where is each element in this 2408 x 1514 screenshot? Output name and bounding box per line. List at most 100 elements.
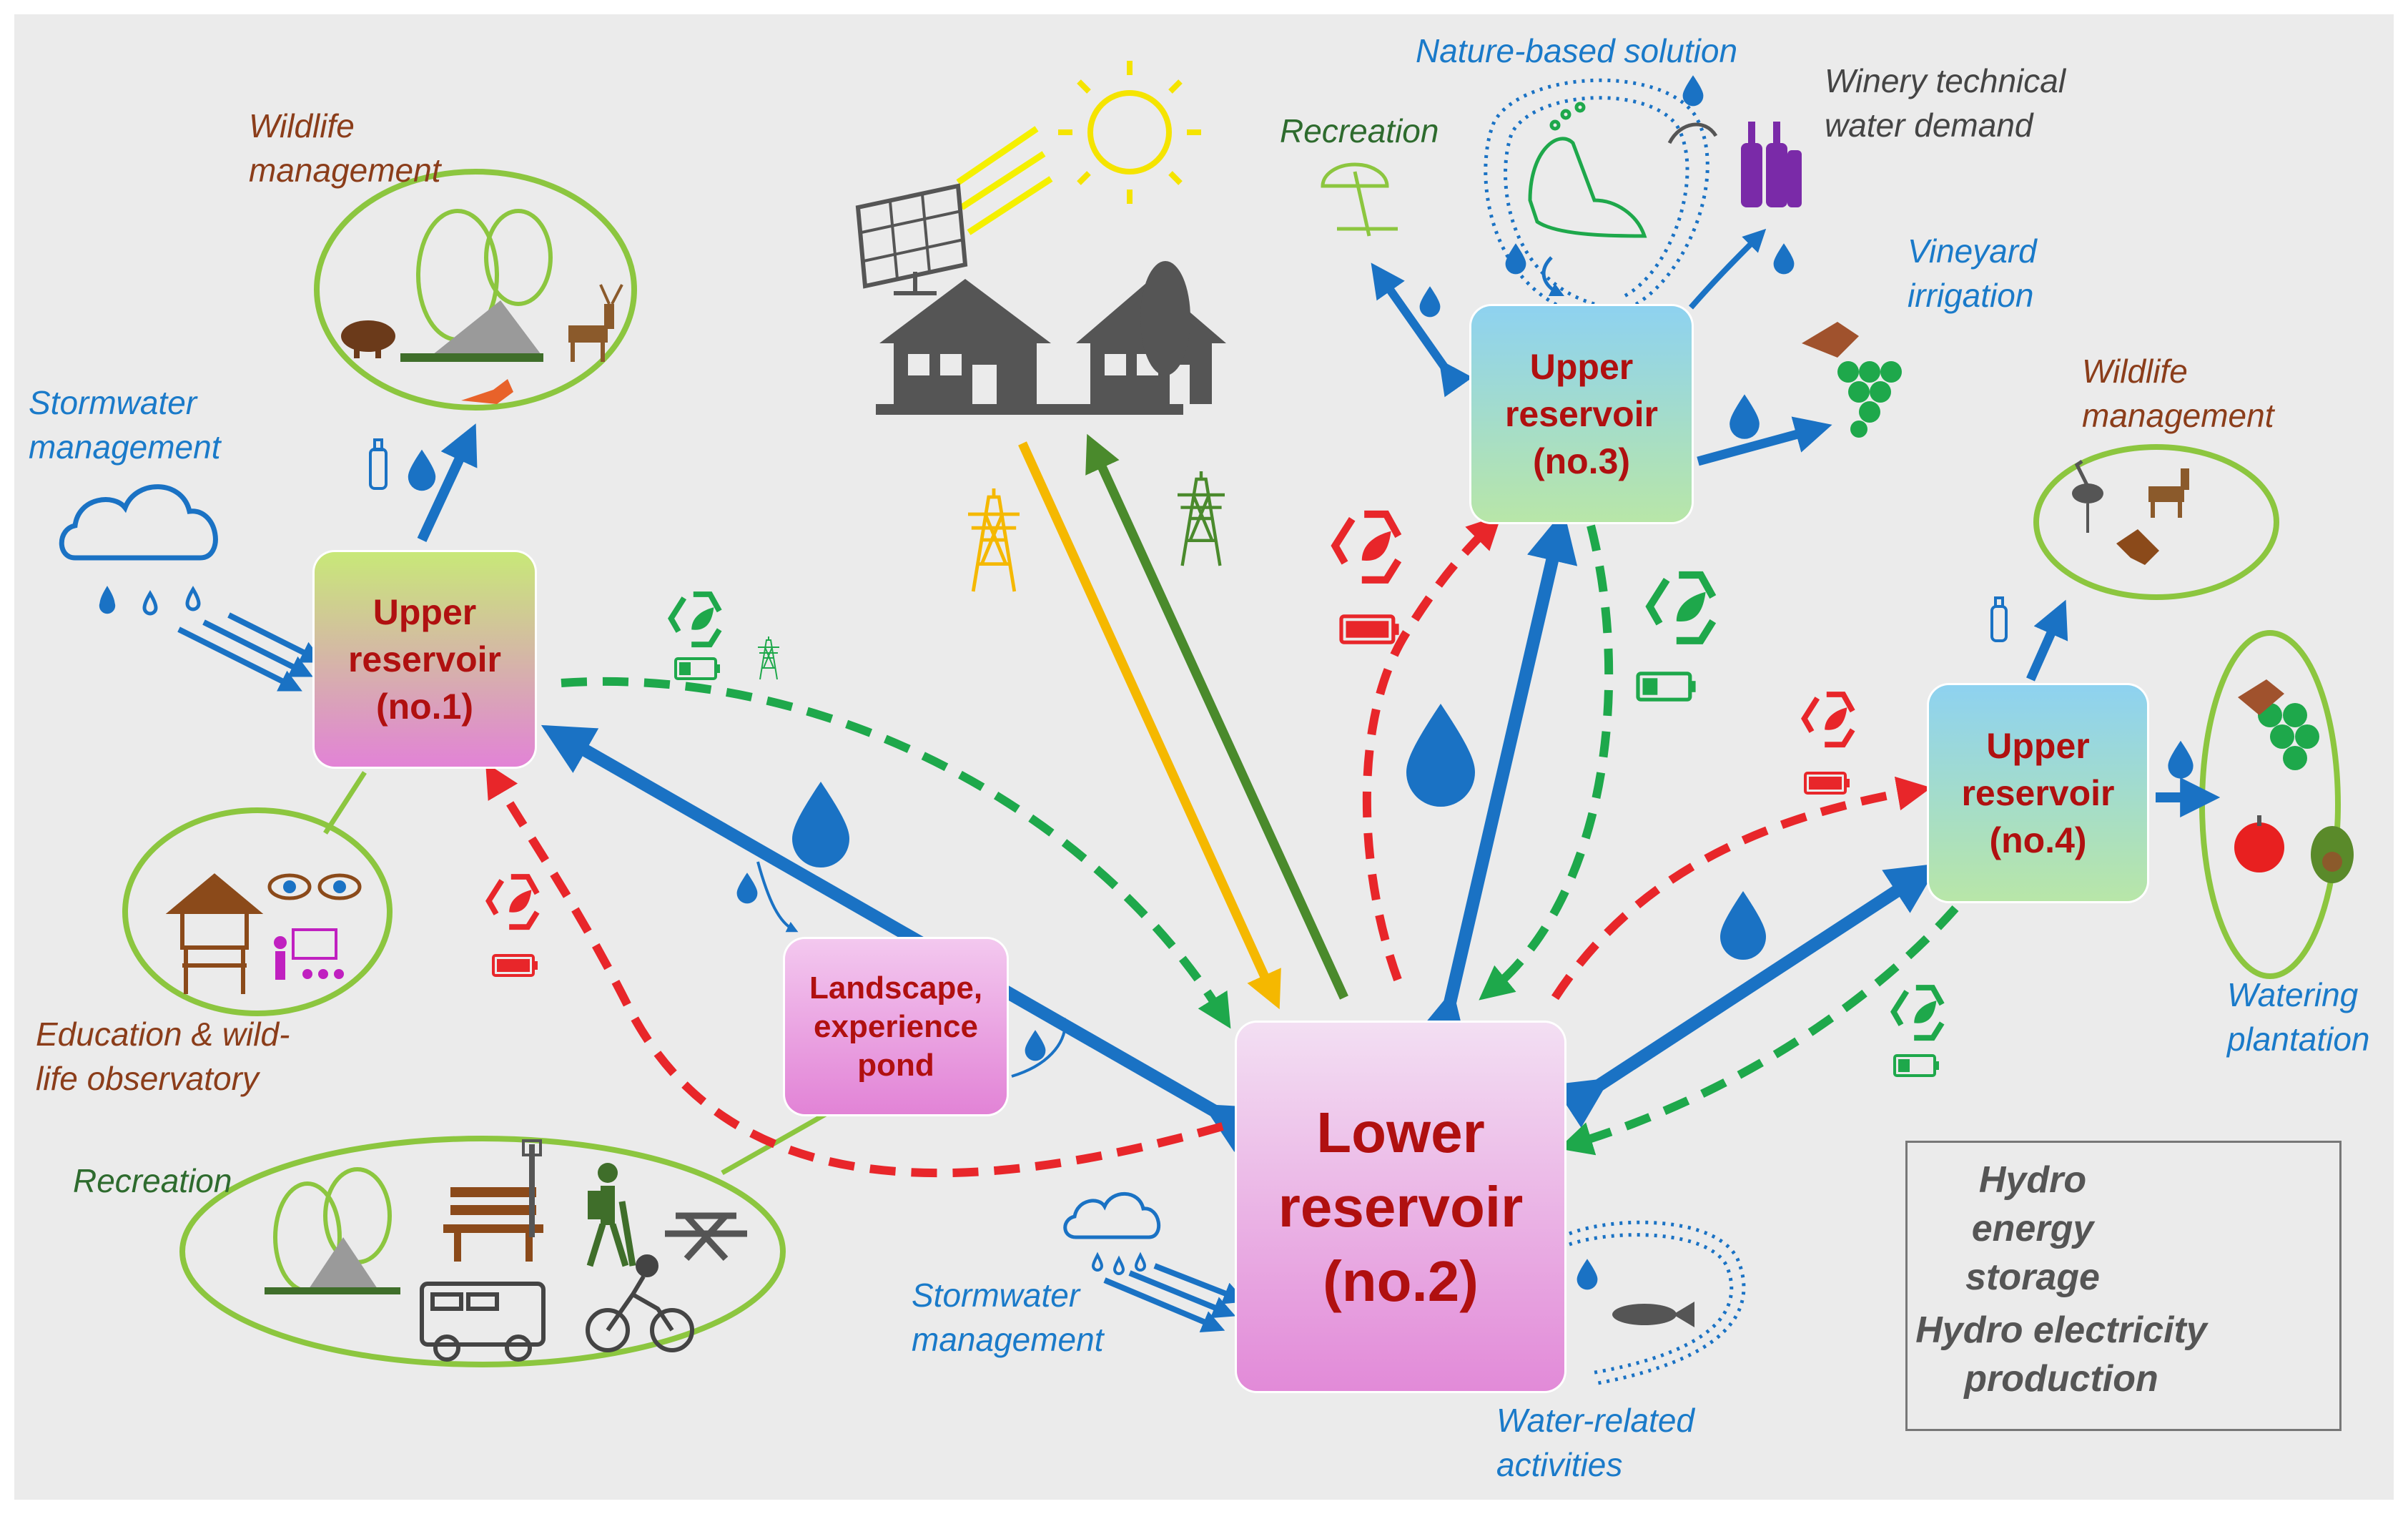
water-drop-icon [1025, 1030, 1046, 1061]
picnic-table-icon [665, 1212, 747, 1262]
water-drop-icon [736, 872, 758, 904]
box-line: reservoir [1504, 394, 1659, 434]
solar-supply-arrow [1018, 441, 1281, 1010]
production-from-upper4 [1558, 905, 1959, 1156]
forest-icon [400, 209, 553, 362]
label-line: management [29, 428, 221, 466]
boar-icon [341, 320, 395, 358]
label-stormwater-management-1: Stormwater management [29, 380, 221, 469]
hiker-icon [586, 1163, 636, 1267]
label-nature-based-solution: Nature-based solution [1416, 32, 1738, 69]
label-line: plantation [2227, 1021, 2370, 1058]
battery-icon [492, 954, 539, 977]
flow-stormwater-upper1-c [227, 612, 324, 663]
wildlife-circle-4 [2033, 444, 2279, 600]
label-winery-water-demand: Winery technical water demand [1825, 59, 2066, 147]
label-water-related-activities: Water-related activities [1496, 1398, 1694, 1487]
flow-stormwater-lower-c [1153, 1263, 1247, 1304]
label-line: activities [1496, 1446, 1623, 1483]
box-line: Lower [1316, 1100, 1485, 1164]
grid-return-arrow [1085, 433, 1348, 1000]
flow-upper4-wildlife [2026, 599, 2068, 682]
solar-panel-icon [855, 183, 968, 295]
grape-icon [2238, 679, 2319, 770]
label-line: Wildlife [249, 107, 355, 144]
hand-icon [1528, 102, 1647, 238]
battery-icon [1804, 772, 1851, 795]
water-drop-icon [1576, 1259, 1598, 1290]
label-line: Water-related [1496, 1402, 1694, 1439]
flow-lower-upper3 [1416, 510, 1578, 1046]
eyes-icon [267, 873, 362, 900]
label-line: Stormwater [29, 384, 197, 421]
recycle-leaf-icon [1805, 694, 1853, 744]
curved-arrow-icon [1667, 122, 1718, 144]
observatory-tower-icon [165, 873, 264, 994]
connector-education [323, 771, 367, 835]
box-line: pond [857, 1047, 934, 1083]
fish-icon [1612, 1302, 1694, 1327]
label-line: irrigation [1908, 277, 2034, 314]
fox-icon [461, 379, 513, 404]
box-line: (no.3) [1532, 441, 1631, 481]
tree-icon [1140, 261, 1190, 411]
flow-stormwater-upper1 [177, 626, 302, 692]
legend-line: storage [1965, 1257, 2100, 1298]
deer-icon [568, 284, 623, 362]
battery-icon [674, 657, 721, 680]
box-line: (no.4) [1989, 820, 2087, 860]
label-line: water demand [1825, 107, 2033, 144]
legend-line: production [1964, 1358, 2158, 1400]
label-recreation-1: Recreation [73, 1162, 232, 1199]
label-line: management [912, 1321, 1104, 1358]
legend-production-label: Hydro electricity production [1915, 1306, 2208, 1403]
label-line: management [2082, 397, 2274, 434]
nature-based-loop [1484, 78, 1709, 317]
cloud-rain-icon [1063, 1191, 1161, 1275]
water-drop-icon [1682, 75, 1704, 107]
label-line: management [249, 152, 441, 189]
label-recreation-3: Recreation [1280, 112, 1439, 149]
water-drop-icon [1773, 243, 1795, 275]
legend-line: Hydro electricity [1915, 1309, 2207, 1351]
box-line: Upper [1986, 726, 2090, 766]
forest-icon [265, 1167, 400, 1294]
nature-based-loop-inner [1504, 96, 1689, 306]
power-pylon-icon [757, 636, 780, 680]
label-line: Education & wild- [36, 1016, 290, 1053]
label-line: Winery technical [1825, 62, 2066, 99]
production-from-upper1 [561, 677, 1231, 1029]
label-line: Wildlife [2082, 353, 2188, 390]
education-circle [122, 807, 393, 1016]
flow-upper3-vineyard [1697, 416, 1832, 466]
teacher-icon [274, 928, 344, 980]
sun-rays-icon [956, 126, 1053, 235]
flow-nature-upper3 [1541, 256, 1565, 297]
eagle-icon [2116, 529, 2159, 565]
flow-stormwater-upper1-b [202, 619, 313, 677]
recreation-circle [179, 1136, 786, 1367]
grape-icon [1802, 322, 1902, 438]
recycle-leaf-icon [1649, 575, 1712, 641]
battery-icon [1893, 1054, 1940, 1077]
water-drop-icon [792, 782, 849, 867]
power-pylon-icon [1178, 471, 1225, 566]
bottle-icon [1990, 596, 2008, 642]
sun-icon [1058, 61, 1201, 204]
flow-pond-in [756, 861, 799, 933]
label-wildlife-management-4: Wildlife management [2082, 349, 2274, 438]
box-line: reservoir [1278, 1174, 1524, 1239]
water-activities-loop-inner [1569, 1233, 1734, 1375]
recycle-leaf-icon [671, 594, 720, 644]
water-drop-icon [1720, 891, 1766, 960]
